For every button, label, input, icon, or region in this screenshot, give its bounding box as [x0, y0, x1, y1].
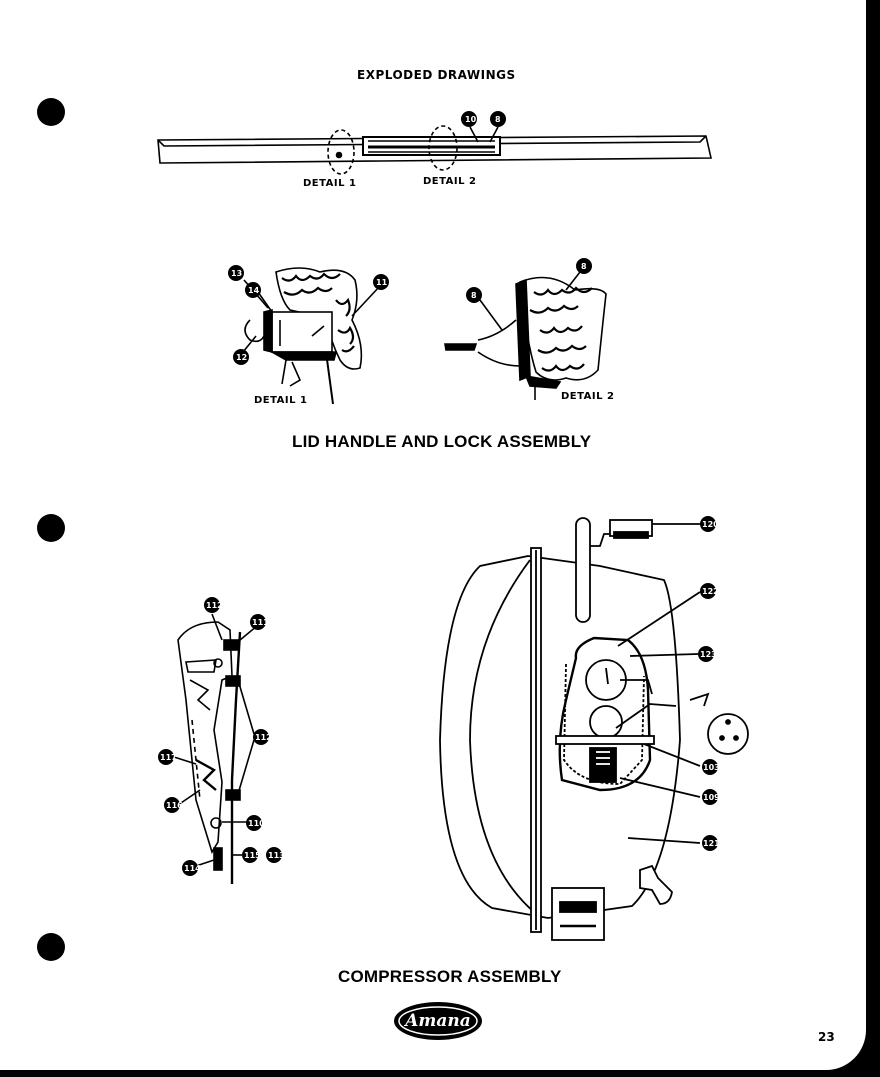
callout-group-bracket: 112 111 112 117 116 110 114 115 113 — [158, 597, 285, 876]
callout-group-compressor: 120 122 123 103 109 121 — [698, 516, 720, 851]
page-title: EXPLODED DRAWINGS — [357, 68, 516, 82]
detail-2-label: DETAIL 2 — [423, 176, 477, 187]
svg-text:11: 11 — [376, 278, 388, 287]
compressor-drawing — [439, 517, 749, 941]
lid-bar-overview — [157, 125, 713, 175]
svg-text:115: 115 — [244, 851, 261, 860]
brand-logo: Amana — [393, 1003, 483, 1041]
svg-text:14: 14 — [248, 286, 260, 295]
binder-hole-middle — [37, 514, 65, 542]
lid-section-title: LID HANDLE AND LOCK ASSEMBLY — [292, 432, 592, 451]
svg-text:113: 113 — [268, 851, 285, 860]
svg-text:8: 8 — [495, 115, 501, 124]
detail-1-drawing — [242, 267, 381, 405]
svg-text:103: 103 — [703, 763, 720, 772]
svg-text:123: 123 — [700, 650, 717, 659]
detail-2-drawing — [444, 271, 607, 400]
svg-text:121: 121 — [703, 839, 720, 848]
detail-1-label: DETAIL 1 — [303, 178, 357, 189]
svg-text:110: 110 — [248, 819, 265, 828]
compressor-bracket-drawing — [173, 613, 258, 884]
brand-name: Amana — [405, 1011, 471, 1031]
page-number: 23 — [818, 1030, 835, 1044]
svg-text:13: 13 — [231, 269, 242, 278]
binder-hole-bottom — [37, 933, 65, 961]
svg-text:112: 112 — [255, 733, 272, 742]
compressor-section-title: COMPRESSOR ASSEMBLY — [338, 967, 562, 986]
svg-text:111: 111 — [252, 618, 269, 627]
callout-group-top: 10 8 — [461, 111, 506, 127]
svg-text:10: 10 — [465, 115, 477, 124]
binder-hole-top — [37, 98, 65, 126]
detail-2-caption: DETAIL 2 — [561, 391, 615, 402]
svg-text:12: 12 — [236, 353, 247, 362]
svg-text:114: 114 — [184, 864, 201, 873]
callout-group-detail1: 13 14 11 12 — [228, 265, 389, 365]
detail-1-caption: DETAIL 1 — [254, 395, 308, 406]
svg-text:117: 117 — [160, 753, 177, 762]
svg-text:116: 116 — [166, 801, 183, 810]
svg-text:8: 8 — [471, 291, 477, 300]
svg-text:8: 8 — [581, 262, 587, 271]
amana-logo — [394, 1002, 482, 1040]
svg-text:122: 122 — [702, 587, 719, 596]
svg-text:109: 109 — [703, 793, 720, 802]
manual-page — [0, 0, 866, 1070]
callout-group-detail2: 8 8 — [466, 258, 592, 303]
svg-text:112: 112 — [206, 601, 223, 610]
svg-text:120: 120 — [702, 520, 719, 529]
